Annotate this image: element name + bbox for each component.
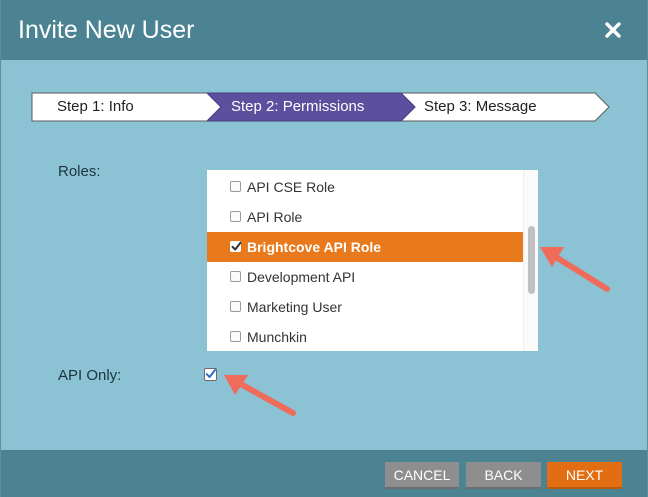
roles-scrollbar[interactable]: [523, 170, 538, 351]
role-label: API CSE Role: [247, 179, 335, 195]
role-label: Brightcove API Role: [247, 239, 382, 255]
back-button[interactable]: BACK: [466, 462, 541, 489]
role-item-api-role[interactable]: API Role: [207, 202, 523, 232]
roles-label: Roles:: [58, 163, 101, 180]
dialog-footer: CANCEL BACK NEXT: [1, 450, 647, 497]
role-checkbox[interactable]: [230, 181, 241, 192]
step-3-message[interactable]: Step 3: Message: [424, 98, 537, 115]
roles-list[interactable]: API CSE Role API Role Brightcove API Rol…: [207, 170, 538, 351]
cancel-button[interactable]: CANCEL: [385, 462, 459, 489]
role-checkbox-checked[interactable]: [230, 241, 242, 252]
close-icon[interactable]: [601, 18, 625, 42]
role-label: Marketing User: [247, 299, 342, 315]
role-checkbox[interactable]: [230, 331, 241, 342]
role-label: Munchkin: [247, 329, 307, 345]
step-1-info[interactable]: Step 1: Info: [57, 98, 134, 115]
annotation-arrow-icon: [224, 375, 296, 416]
checkmark-icon: [231, 241, 242, 251]
role-label: Development API: [247, 269, 356, 285]
scrollbar-thumb[interactable]: [528, 226, 535, 294]
api-only-checkbox[interactable]: [204, 368, 217, 381]
role-label: API Role: [247, 209, 303, 225]
step-2-shape: [205, 92, 416, 122]
step-2-permissions[interactable]: Step 2: Permissions: [231, 98, 365, 115]
api-only-label: API Only:: [58, 367, 122, 384]
role-item-development-api[interactable]: Development API: [207, 262, 523, 292]
role-item-munchkin[interactable]: Munchkin: [207, 322, 523, 351]
role-checkbox[interactable]: [230, 211, 241, 222]
checkmark-icon: [205, 369, 216, 378]
role-item-marketing-user[interactable]: Marketing User: [207, 292, 523, 322]
role-item-api-cse-role[interactable]: API CSE Role: [207, 172, 523, 202]
role-checkbox[interactable]: [230, 271, 241, 282]
role-item-brightcove-api-role[interactable]: Brightcove API Role: [207, 232, 523, 262]
wizard-steps: Step 1: Info Step 2: Permissions Step 3:…: [31, 92, 611, 122]
dialog-header: Invite New User: [1, 0, 647, 60]
dialog-title: Invite New User: [18, 16, 195, 44]
next-button[interactable]: NEXT: [547, 462, 622, 489]
role-checkbox[interactable]: [230, 301, 241, 312]
annotation-arrow-icon: [540, 247, 610, 292]
